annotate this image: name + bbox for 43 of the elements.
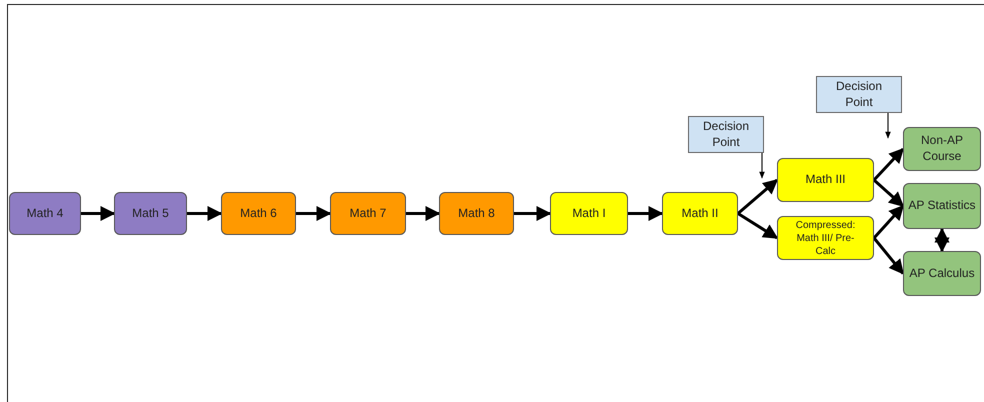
arrow: [737, 178, 778, 215]
node-label: Compressed: Math III/ Pre-Calc: [795, 218, 856, 258]
arrow: [872, 204, 904, 239]
course-box: [439, 192, 514, 235]
course-box: [114, 192, 187, 235]
node-label: Math 5: [132, 206, 169, 222]
node-label: AP Statistics: [908, 198, 976, 214]
course-box: [903, 251, 981, 296]
node-label: Math 6: [240, 206, 277, 222]
arrow: [872, 237, 904, 275]
node-label: Math II: [682, 206, 718, 222]
node-label: Math 7: [350, 206, 386, 222]
course-box: [903, 127, 981, 171]
arrow: [81, 206, 116, 221]
arrow: [873, 178, 904, 208]
arrow: [406, 206, 440, 221]
arrow: [187, 206, 222, 221]
arrow: [514, 206, 552, 221]
node-label: AP Calculus: [909, 266, 975, 282]
decision-box: [688, 116, 764, 153]
course-box: [662, 192, 738, 235]
course-box: [550, 192, 628, 235]
arrow: [872, 148, 904, 182]
course-box: [777, 158, 874, 202]
node-label: Math I: [572, 206, 606, 222]
course-box: [777, 216, 874, 260]
node-label: Math 4: [26, 206, 64, 222]
decision-box: [816, 76, 902, 113]
node-label: Decision Point: [834, 78, 884, 110]
course-box: [330, 192, 406, 235]
course-box: [903, 183, 981, 229]
arrow: [759, 152, 765, 179]
node-label: Math 8: [458, 206, 495, 222]
arrow: [296, 206, 332, 221]
course-box: [221, 192, 296, 235]
arrow: [628, 206, 664, 221]
node-label: Decision Point: [702, 118, 750, 150]
course-box: [9, 192, 81, 235]
arrow: [934, 228, 950, 252]
node-label: Non-AP Course: [920, 133, 964, 165]
node-label: Math III: [805, 172, 846, 188]
arrow: [885, 112, 891, 139]
arrow: [737, 212, 778, 240]
